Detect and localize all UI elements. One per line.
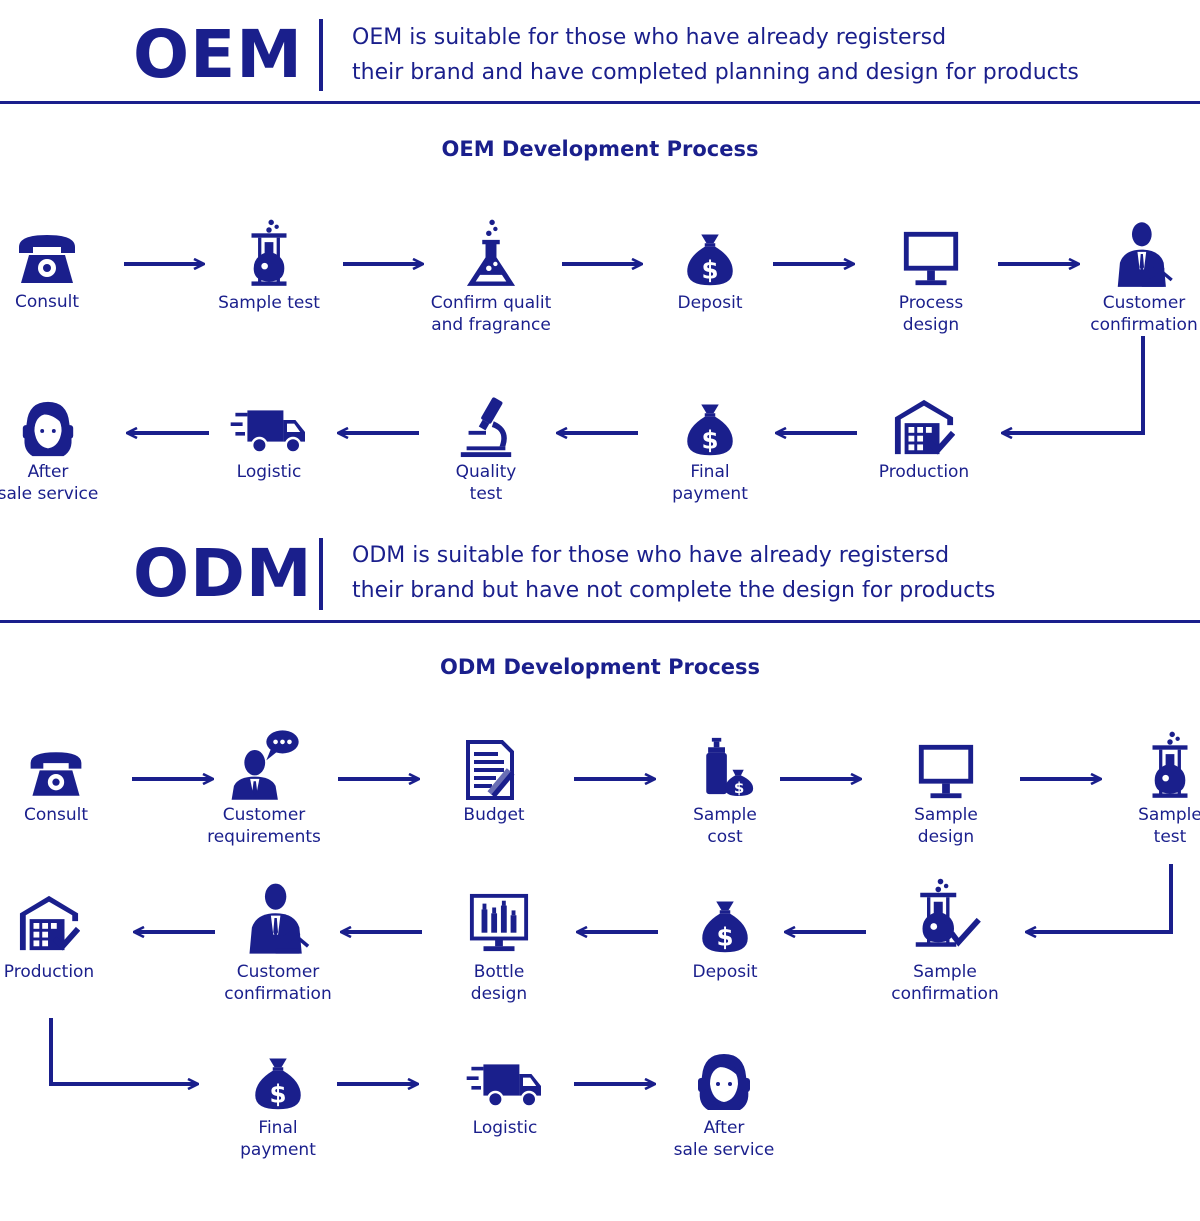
- step-label-line2: design: [902, 315, 960, 335]
- oem-title-divider: [319, 19, 323, 91]
- step-label-line1: After: [27, 462, 69, 482]
- step-label-line1: Budget: [463, 805, 525, 825]
- step-label-line2: design: [917, 827, 975, 847]
- step-label-line1: Sample: [693, 805, 757, 825]
- step-label-line2: sale service: [0, 484, 99, 504]
- oem-process-title: OEM Development Process: [441, 137, 759, 161]
- oem-title: OEM: [133, 16, 303, 93]
- odm-process-title: ODM Development Process: [439, 655, 761, 679]
- step-label-line1: Sample: [1138, 805, 1200, 825]
- step-label-line1: Logistic: [236, 462, 302, 482]
- step-label-line1: Sample: [914, 805, 978, 825]
- step-label-line1: Customer: [1102, 293, 1186, 313]
- connector-elbow-arrow: [1003, 336, 1145, 433]
- step-label-line1: Customer: [236, 962, 320, 982]
- step-label-line1: Customer: [222, 805, 306, 825]
- odm-title-divider: [319, 538, 323, 610]
- step-label-line1: After: [703, 1118, 745, 1138]
- step-label-line2: test: [1153, 827, 1187, 847]
- odm-description: ODM is suitable for those who have alrea…: [352, 538, 995, 608]
- step-label-line2: confirmation: [224, 984, 332, 1004]
- oem-header-rule: [0, 101, 1200, 104]
- step-label-line2: requirements: [207, 827, 321, 847]
- step-label-line2: payment: [672, 484, 748, 504]
- odm-title: ODM: [133, 535, 313, 612]
- step-label-line1: Deposit: [677, 293, 743, 313]
- step-label-line2: payment: [240, 1140, 316, 1160]
- step-label-line1: Process: [898, 293, 964, 313]
- step-label-line2: test: [469, 484, 503, 504]
- connector-elbow-arrow: [49, 1018, 197, 1084]
- odm-header-rule: [0, 620, 1200, 623]
- step-label-line2: sale service: [673, 1140, 775, 1160]
- step-label-line2: and fragrance: [431, 315, 551, 335]
- connector-elbow-arrow: [1027, 864, 1173, 932]
- odm-arrows: [49, 779, 1173, 1084]
- step-label-line2: confirmation: [891, 984, 999, 1004]
- odm-description-line-1: ODM is suitable for those who have alrea…: [352, 543, 950, 568]
- oem-description: OEM is suitable for those who have alrea…: [352, 20, 1079, 90]
- step-label-line1: Consult: [23, 805, 89, 825]
- step-label-line1: Sample test: [218, 293, 320, 313]
- step-label-line1: Deposit: [692, 962, 758, 982]
- odm-description-line-2: their brand but have not complete the de…: [352, 578, 996, 603]
- step-label-line1: Final: [690, 462, 730, 482]
- step-label-line1: Bottle: [473, 962, 525, 982]
- oem-arrows: [124, 264, 1145, 433]
- step-label-line1: Sample: [913, 962, 977, 982]
- oem-description-line-1: OEM is suitable for those who have alrea…: [352, 25, 947, 50]
- step-label-line2: cost: [707, 827, 743, 847]
- step-label-line2: confirmation: [1090, 315, 1198, 335]
- step-label-line1: Production: [3, 962, 95, 982]
- step-label-line1: Consult: [14, 292, 80, 312]
- step-label-line1: Production: [878, 462, 970, 482]
- oem-description-line-2: their brand and have completed planning …: [352, 60, 1079, 85]
- step-label-line2: design: [470, 984, 528, 1004]
- step-label-line1: Confirm qualit: [430, 293, 552, 313]
- step-label-line1: Final: [258, 1118, 298, 1138]
- step-label-line1: Logistic: [472, 1118, 538, 1138]
- step-label-line1: Quality: [455, 462, 517, 482]
